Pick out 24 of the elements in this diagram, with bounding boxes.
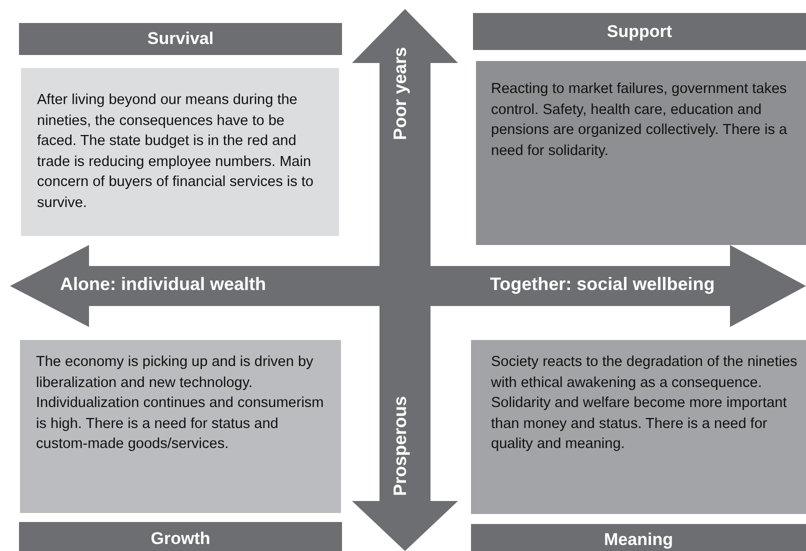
description: Reacting to market failures, government takes control. Safety, health care, education and pensions are organized collectively. There is a need for solidarity. <box>491 80 788 160</box>
axis-arrow <box>352 306 458 551</box>
heading: Survival <box>147 29 214 49</box>
heading-bar <box>473 13 806 50</box>
text-panel <box>476 61 806 245</box>
heading: Support <box>606 22 672 42</box>
description: After living beyond our means during the nineties, the consequences have to be faced. The state budget is in the red and trade is reducing employee numbers. Main concern of buyers of financial services is to survive. <box>37 91 314 212</box>
axis-arrow <box>352 9 458 266</box>
heading: Meaning <box>604 530 673 550</box>
description: The economy is picking up and is driven by liberalization and new technology. Individualization continues and consumerism is high. There is a need for status and custom-made goods/services. <box>36 353 325 454</box>
axis-label: Poor years <box>390 47 411 140</box>
text-panel <box>20 340 341 513</box>
heading-bar <box>19 522 342 551</box>
axis-label: Together: social wellbeing <box>490 274 715 295</box>
heading-bar <box>19 23 342 55</box>
heading: Growth <box>150 529 210 549</box>
axis-arrow <box>10 245 406 327</box>
heading-bar <box>471 524 806 551</box>
axis-label: Prosperous <box>390 396 411 496</box>
text-panel <box>471 340 806 514</box>
axis-label: Alone: individual wealth <box>60 274 266 295</box>
axis-arrow <box>406 245 806 327</box>
text-panel <box>21 68 339 236</box>
description: Society reacts to the degradation of the nineties with ethical awakening as a consequence. Solidarity and welfare become more important than money and status. There is a need for quality and meaning. <box>491 353 798 454</box>
